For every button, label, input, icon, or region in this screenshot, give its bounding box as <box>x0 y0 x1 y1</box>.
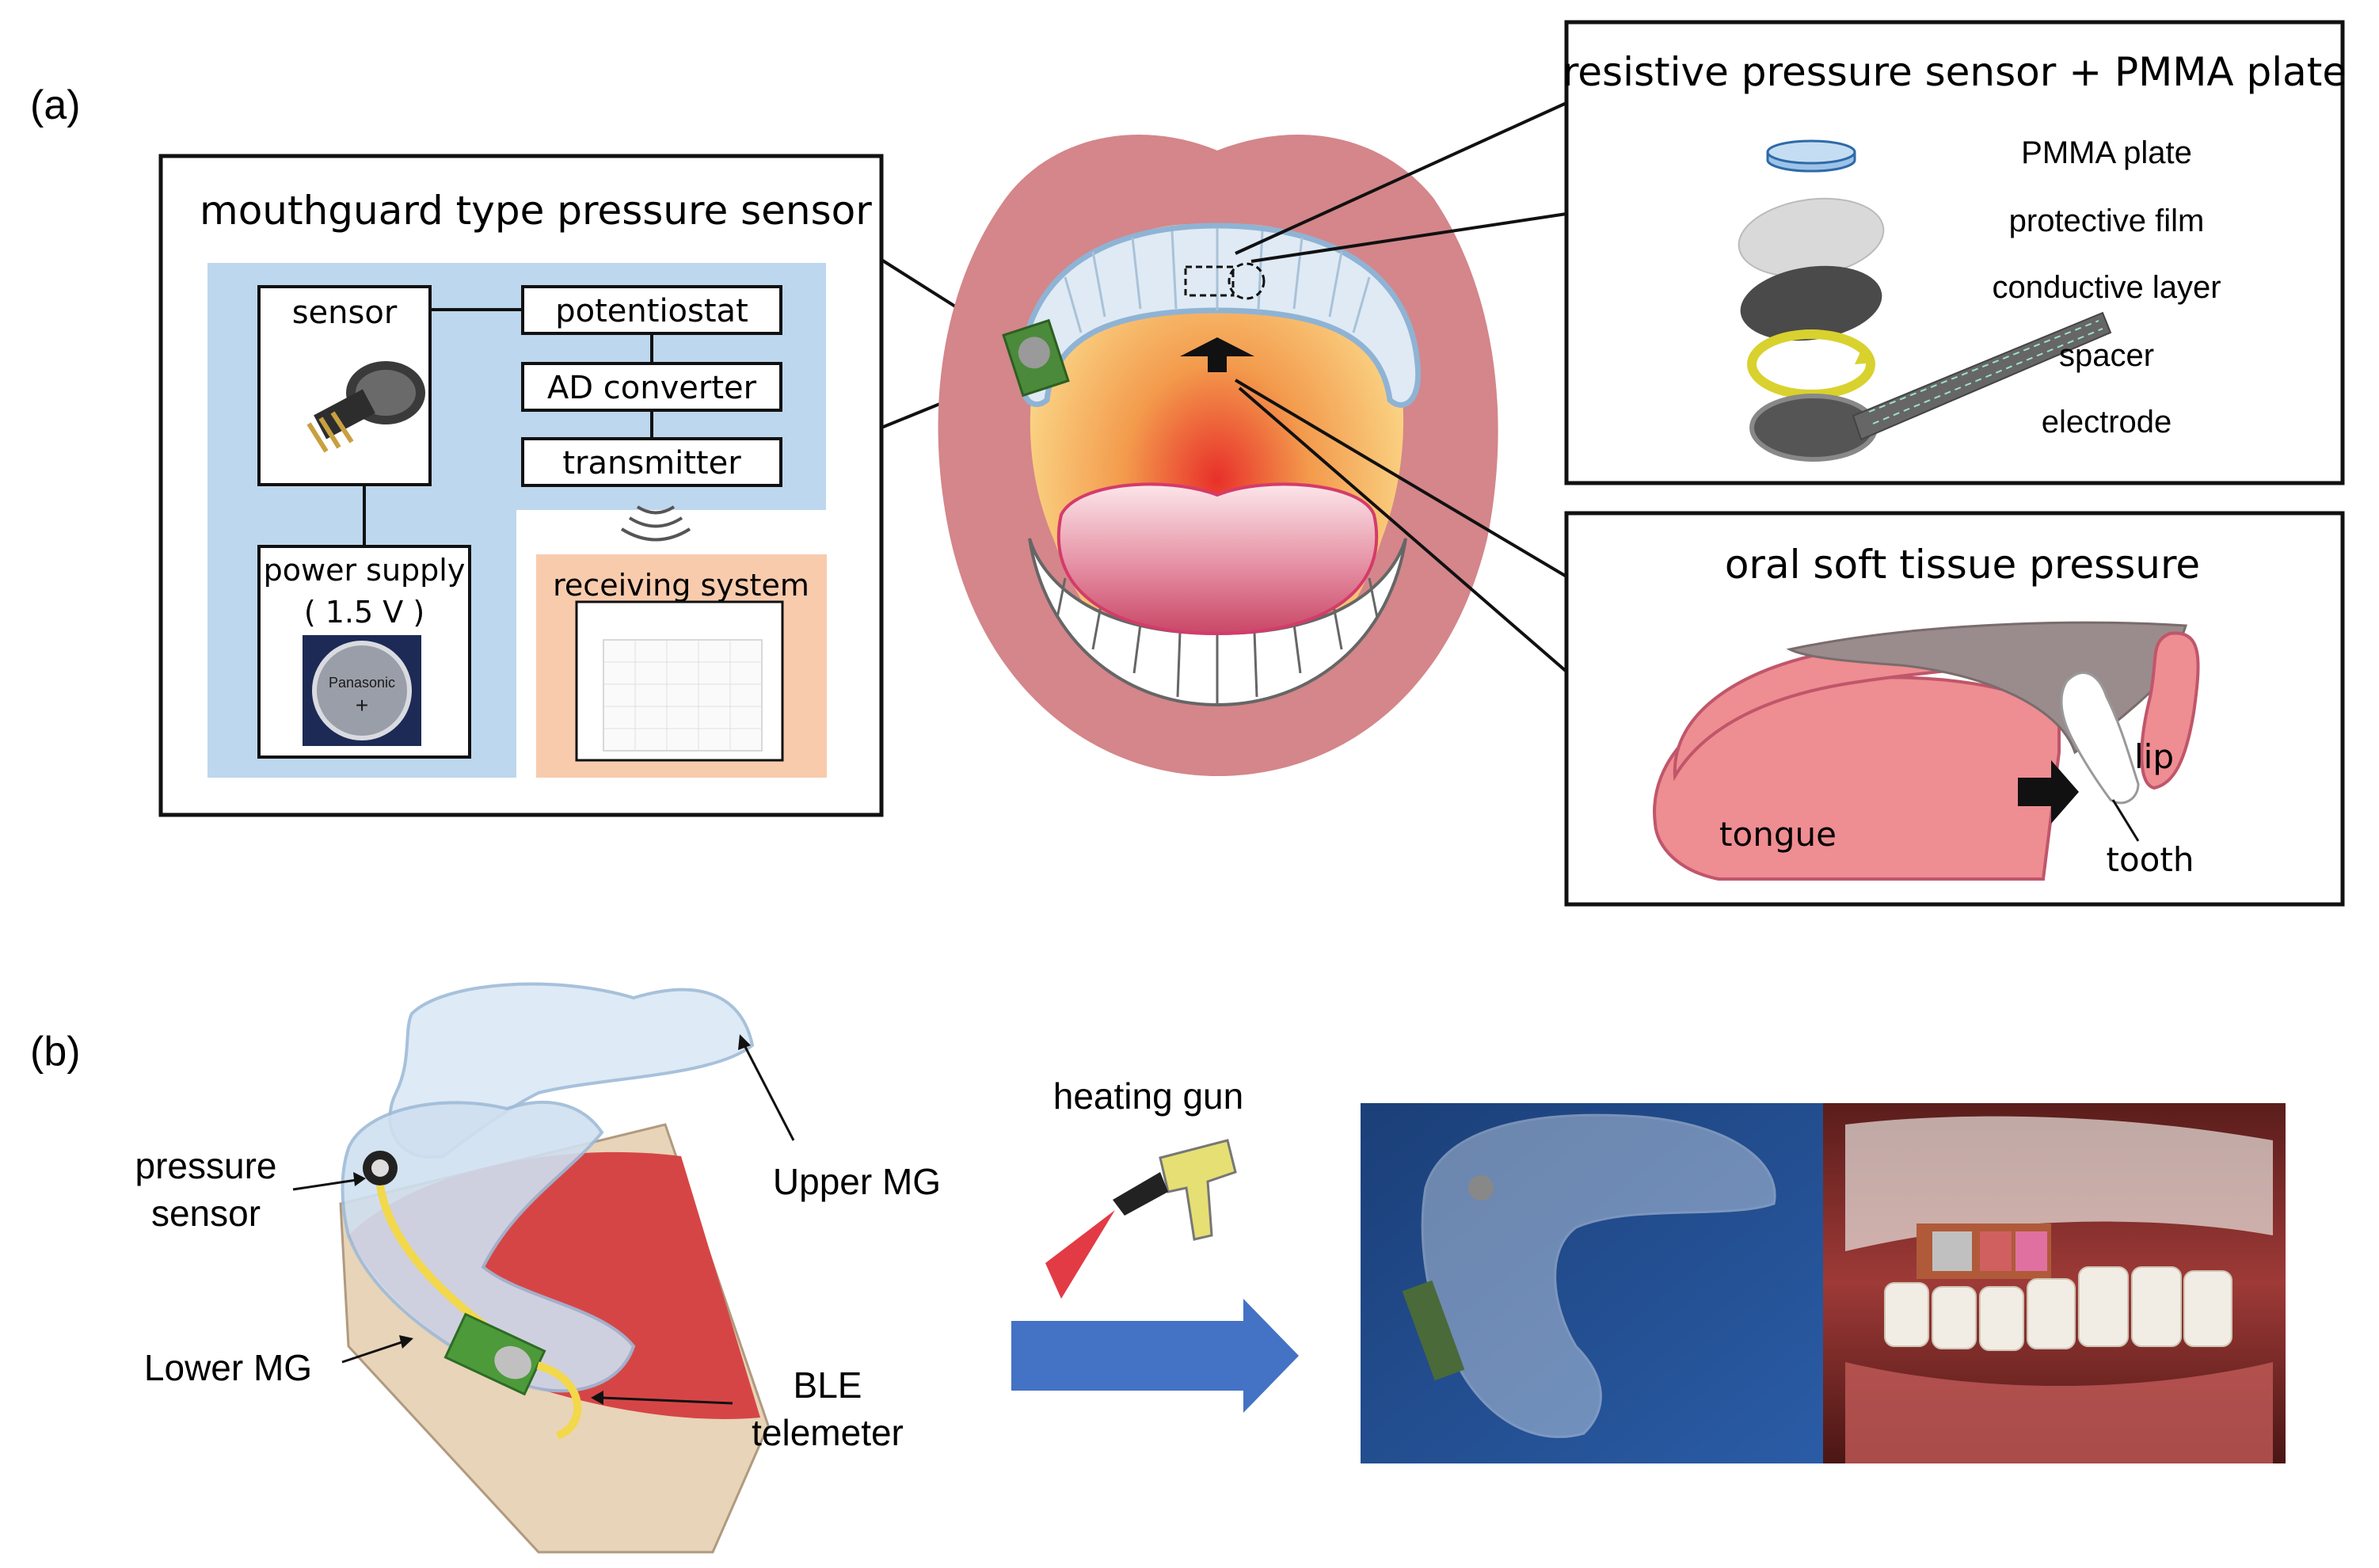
telemeter-pcb <box>1002 318 1070 398</box>
pressure-label-line2: sensor <box>151 1193 261 1234</box>
sensor-stack-title: resistive pressure sensor + PMMA plate <box>1563 49 2347 95</box>
layer-label-electrode: electrode <box>2042 405 2172 440</box>
pressure-sensor-pointer <box>292 1172 366 1191</box>
electrode-layer <box>1749 311 2112 462</box>
tongue-pressure-arrow <box>2018 760 2079 824</box>
ad-converter-label: AD converter <box>547 370 757 406</box>
app-screenshot <box>575 600 784 762</box>
soft-tissue-title: oral soft tissue pressure <box>1725 542 2200 588</box>
voltage-label: ( 1.5 V ) <box>304 595 424 630</box>
conductive-layer-disk <box>1740 265 1882 341</box>
soft-tissue-box: oral soft tissue pressure tongue lip too… <box>1564 511 2345 907</box>
lip-label: lip <box>2134 737 2174 776</box>
pressure-up-arrow <box>1180 337 1254 372</box>
panel-a-label: (a) <box>30 82 81 128</box>
transmitter-label: transmitter <box>562 445 741 481</box>
svg-text:+: + <box>356 693 368 717</box>
layer-label-pmma-plate: PMMA plate <box>2021 135 2192 170</box>
ble-label-line1: BLE <box>794 1364 862 1406</box>
layer-label-conductive-layer: conductive layer <box>1992 270 2221 305</box>
intraoral-photo <box>1823 1103 2286 1463</box>
lower-mg-pointer <box>341 1335 413 1364</box>
pressure-sensor-small <box>363 1151 494 1334</box>
lower-mg-label: Lower MG <box>144 1347 312 1388</box>
ad-converter-box <box>521 362 782 412</box>
ble-label-line2: telemeter <box>752 1412 904 1453</box>
pmma-plate-disk <box>1766 139 1856 173</box>
battery-brand-text: Panasonic <box>329 675 395 691</box>
layer-label-spacer: spacer <box>2059 338 2154 373</box>
fsr-sensor-image <box>306 361 425 453</box>
open-mouth-illustration <box>938 135 1498 776</box>
tongue-label: tongue <box>1719 815 1837 854</box>
lower-mouthguard-shape <box>341 1101 636 1393</box>
panel-b-label: (b) <box>30 1029 81 1075</box>
mouthguard-photo <box>1361 1103 1823 1463</box>
ble-telemeter-pointer <box>591 1391 733 1405</box>
layer-label-protective-film: protective film <box>2009 204 2205 238</box>
receiving-system-label: receiving system <box>553 568 809 603</box>
sensor-label: sensor <box>292 295 398 331</box>
upper-mouthguard <box>1018 223 1422 408</box>
heating-gun-label: heating gun <box>1053 1075 1243 1117</box>
mouthguard-box-title: mouthguard type pressure sensor <box>200 188 872 234</box>
lip <box>2140 631 2200 790</box>
potentiostat-label: potentiostat <box>555 293 748 329</box>
dental-model-illustration <box>339 982 770 1554</box>
embedded-sensor-outline <box>1184 265 1235 297</box>
tooth-shape <box>2060 672 2140 805</box>
transmitter-box <box>521 437 782 487</box>
process-arrow <box>1011 1299 1299 1413</box>
wireless-signal-icon <box>620 505 691 542</box>
ble-telemeter-pcb <box>443 1312 582 1440</box>
power-supply-label: power supply <box>264 553 466 588</box>
heating-gun-icon <box>1045 1139 1237 1299</box>
mouthguard-sensor-box: mouthguard type pressure sensor sensor p… <box>158 154 884 817</box>
tooth-label: tooth <box>2107 840 2194 879</box>
tongue <box>1056 482 1379 636</box>
upper-mg-pointer <box>738 1034 795 1141</box>
coin-battery-image: Panasonic + <box>303 635 421 746</box>
upper-mg-label: Upper MG <box>773 1161 941 1202</box>
pressure-label-line1: pressure <box>135 1145 277 1186</box>
sensor-stack-box: resistive pressure sensor + PMMA plate P… <box>1563 20 2347 485</box>
lower-teeth <box>1028 538 1407 707</box>
